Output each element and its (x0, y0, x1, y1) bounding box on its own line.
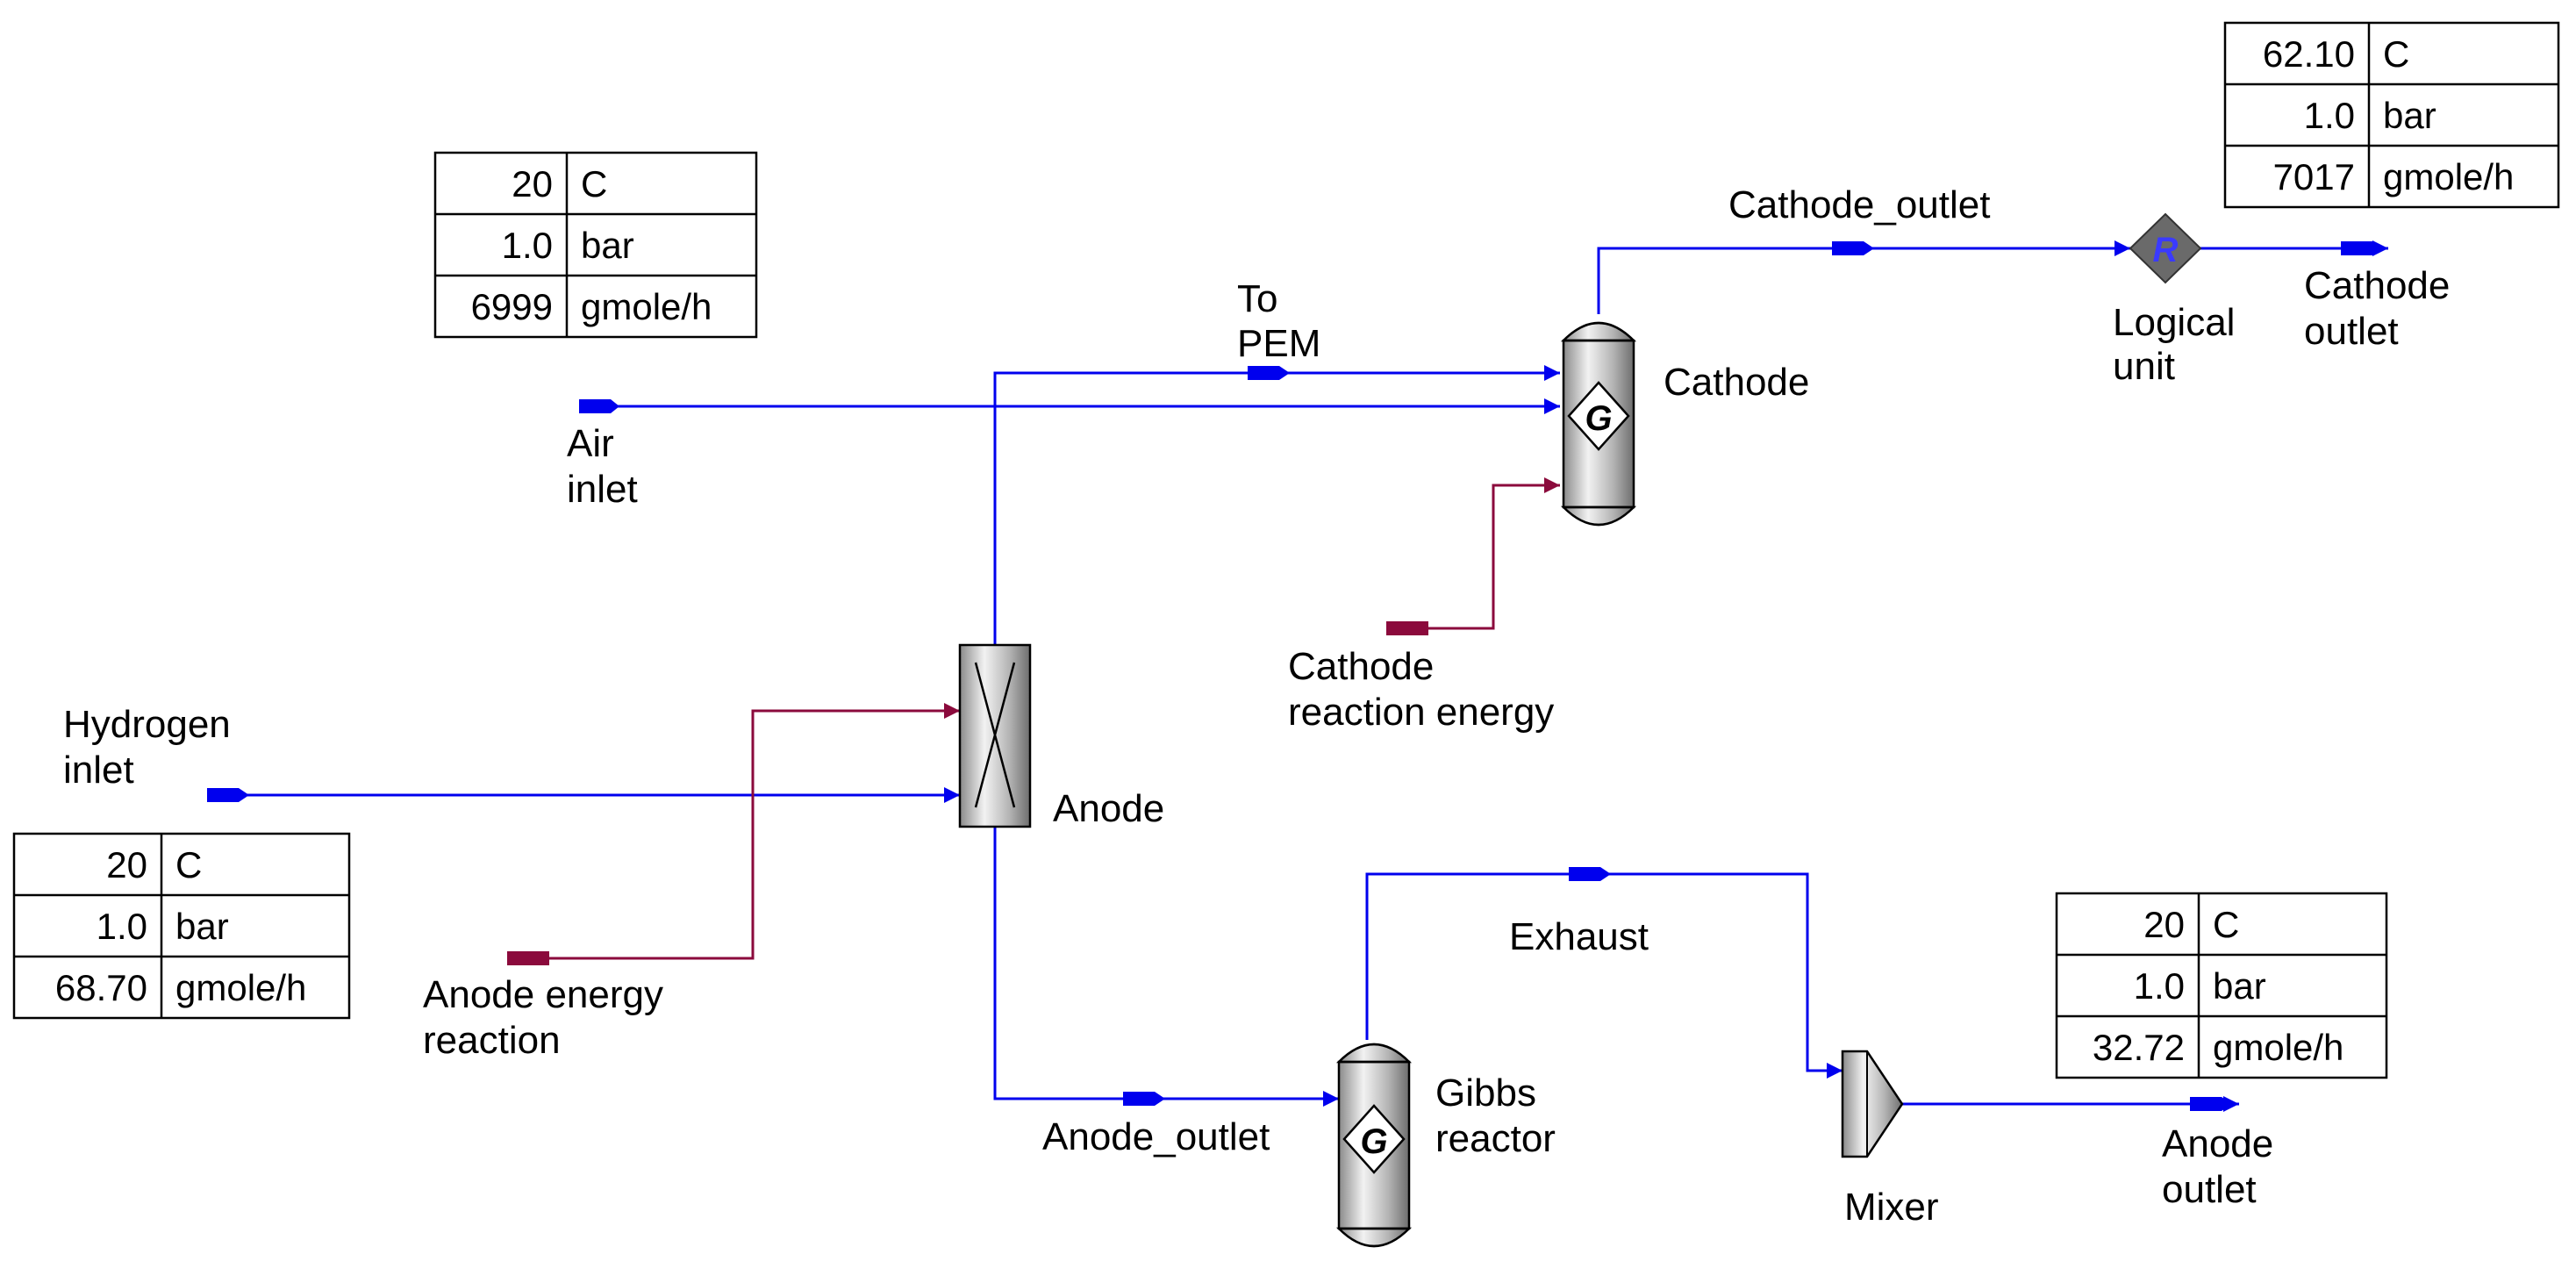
anode-column[interactable] (958, 643, 1032, 828)
table-cell-value: 1.0 (97, 906, 147, 947)
anode-outlet-flow-arrow (1123, 1092, 1165, 1106)
hydrogen-inlet-table (12, 832, 351, 1020)
cathode-outlet-table (2223, 21, 2560, 209)
logical-unit-symbol: R (2153, 231, 2179, 269)
table-cell-unit: C (581, 163, 607, 204)
gibbs-reactor-label: Gibbs reactor (1435, 1072, 1556, 1160)
cathode-energy-line[interactable] (1386, 477, 1560, 630)
anode-cross-icon (974, 662, 1016, 808)
exhaust-label: Exhaust (1509, 915, 1649, 958)
to-pem-line[interactable] (993, 365, 1560, 645)
anode-outlet-table (2055, 892, 2388, 1079)
anode-label: Anode (1053, 787, 1164, 830)
air-inlet-flow-arrow (579, 399, 619, 413)
table-cell-value: 20 (512, 163, 553, 204)
air-inlet-table (433, 151, 758, 339)
exhaust-line[interactable] (1365, 872, 1843, 1079)
air-inlet-label: Air inlet (567, 422, 638, 511)
logical-unit-label: Logical unit (2113, 301, 2246, 388)
gibbs-reactor-vessel[interactable]: G (1335, 1043, 1413, 1248)
table-cell-unit: bar (581, 225, 634, 266)
table-cell-value: 7017 (2273, 156, 2355, 197)
cathode-diamond-icon (1567, 381, 1630, 451)
anode-energy-line[interactable] (507, 703, 960, 960)
table-cell-value: 62.10 (2263, 33, 2355, 75)
cathode-vessel[interactable]: G (1560, 321, 1637, 527)
table-cell-value: 32.72 (2093, 1027, 2185, 1068)
table-cell-value: 1.0 (2134, 965, 2185, 1007)
table-cell-value: 6999 (471, 286, 553, 327)
table-cell-unit: bar (2213, 965, 2266, 1007)
table-cell-unit: C (2383, 33, 2409, 75)
table-cell-unit: gmole/h (175, 967, 306, 1008)
mixer[interactable] (1841, 1050, 1904, 1158)
table-cell-value: 1.0 (2304, 95, 2355, 136)
gibbs-reactor-symbol: G (1360, 1122, 1387, 1161)
mixer-label: Mixer (1844, 1186, 1939, 1229)
hydrogen-inlet-flow-arrow (207, 788, 249, 802)
anode-outlet-product-label: Anode outlet (2162, 1122, 2284, 1211)
table-cell-value: 20 (2143, 904, 2185, 945)
to-pem-flow-arrow (1248, 366, 1290, 380)
cathode-outlet-flow-arrow (1832, 241, 1874, 255)
table-cell-value: 20 (106, 844, 147, 885)
table-cell-value: 1.0 (502, 225, 553, 266)
anode-outlet-line[interactable] (993, 827, 1339, 1107)
to-pem-label: To PEM (1237, 277, 1320, 365)
table-cell-unit: bar (2383, 95, 2436, 136)
table-cell-unit: gmole/h (2213, 1027, 2343, 1068)
cathode-energy-source (1386, 621, 1428, 635)
cathode-product-flow-arrow (2341, 241, 2383, 255)
table-cell-value: 68.70 (55, 967, 147, 1008)
cathode-label: Cathode (1664, 361, 1809, 404)
logical-unit[interactable]: R (2129, 212, 2202, 284)
hydrogen-inlet-label: Hydrogen inlet (63, 703, 241, 792)
table-cell-unit: gmole/h (581, 286, 712, 327)
cathode-energy-label: Cathode reaction energy (1288, 645, 1554, 734)
table-cell-unit: C (175, 844, 202, 885)
anode-energy-label: Anode energy reaction (423, 973, 674, 1062)
cathode-symbol: G (1585, 399, 1612, 438)
table-cell-unit: bar (175, 906, 229, 947)
gibbs-reactor-diamond-icon (1342, 1104, 1406, 1174)
logical-unit-diamond-icon (2129, 212, 2202, 284)
anode-energy-source (507, 951, 549, 965)
cathode-outlet-stream-label: Cathode_outlet (1728, 183, 1990, 226)
table-cell-unit: gmole/h (2383, 156, 2514, 197)
anode-product-flow-arrow (2190, 1097, 2232, 1111)
anode-outlet-stream-label: Anode_outlet (1042, 1115, 1270, 1158)
cathode-outlet-line[interactable] (1597, 240, 2130, 314)
table-cell-unit: C (2213, 904, 2239, 945)
exhaust-flow-arrow (1569, 867, 1611, 881)
cathode-outlet-product-label: Cathode outlet (2304, 264, 2461, 353)
